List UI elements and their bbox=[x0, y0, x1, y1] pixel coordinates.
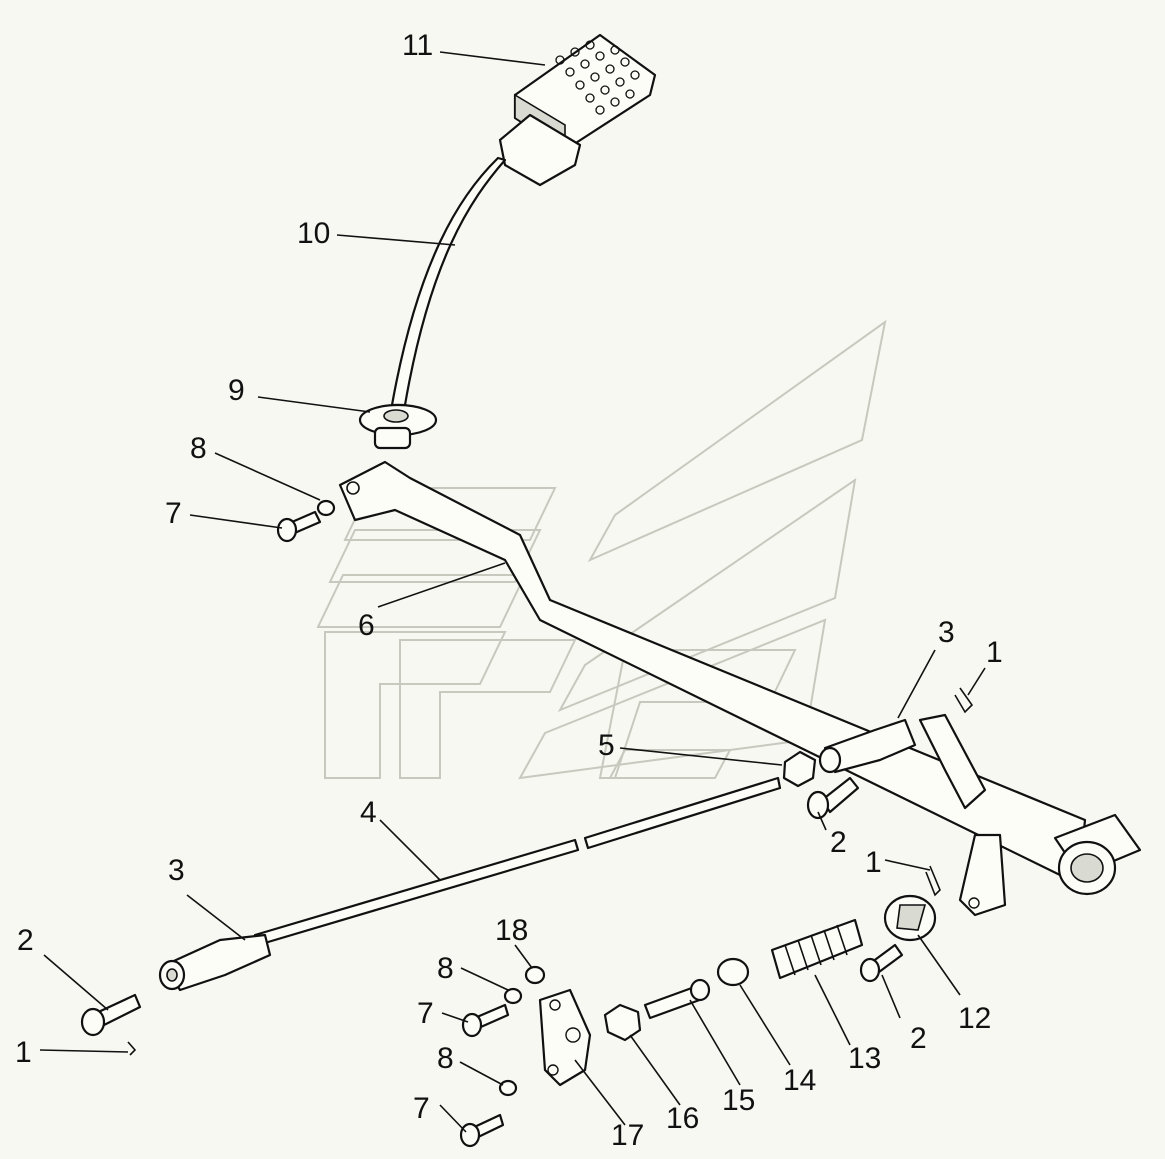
callout-9: 9 bbox=[228, 374, 245, 407]
bolt-2-left bbox=[80, 993, 142, 1037]
leader-lines bbox=[39, 51, 986, 1133]
callout-3: 3 bbox=[168, 854, 185, 887]
callout-2: 2 bbox=[830, 826, 847, 859]
stud-15 bbox=[643, 978, 711, 1020]
callout-2: 2 bbox=[910, 1022, 927, 1055]
bolt-2-right bbox=[859, 943, 904, 983]
cotter-pin-mid bbox=[925, 865, 941, 897]
clevis-lower bbox=[158, 933, 272, 992]
pedal-pad bbox=[498, 33, 657, 187]
callout-1: 1 bbox=[865, 846, 882, 879]
washer-9 bbox=[358, 403, 438, 450]
watermark-logo bbox=[316, 319, 887, 780]
callout-7: 7 bbox=[413, 1092, 430, 1125]
pedal-arm bbox=[390, 156, 507, 407]
callout-13: 13 bbox=[848, 1042, 881, 1075]
washer-8-mid bbox=[503, 987, 523, 1005]
callout-8: 8 bbox=[437, 952, 454, 985]
callout-1: 1 bbox=[986, 636, 1003, 669]
callout-1: 1 bbox=[15, 1036, 32, 1069]
nut-5 bbox=[782, 750, 817, 788]
clevis-upper bbox=[818, 718, 917, 774]
lever-shaft bbox=[338, 460, 1142, 896]
callout-16: 16 bbox=[666, 1102, 699, 1135]
nut-16 bbox=[603, 1003, 642, 1042]
callout-2: 2 bbox=[17, 924, 34, 957]
callout-12: 12 bbox=[958, 1002, 991, 1035]
callout-18: 18 bbox=[495, 914, 528, 947]
cotter-pin-lower bbox=[127, 1041, 137, 1056]
spring-cup-14 bbox=[716, 957, 750, 987]
callout-17: 17 bbox=[611, 1119, 644, 1152]
bolt-2-upper bbox=[806, 776, 860, 820]
lever-bracket bbox=[918, 713, 1007, 917]
cotter-pin-upper bbox=[954, 687, 974, 714]
callout-4: 4 bbox=[360, 796, 377, 829]
washer-8-low bbox=[498, 1079, 518, 1097]
callout-7: 7 bbox=[417, 997, 434, 1030]
washer-18 bbox=[524, 965, 546, 985]
bolt-7-upper bbox=[276, 510, 322, 543]
callout-8: 8 bbox=[437, 1042, 454, 1075]
bolt-7-low bbox=[459, 1113, 505, 1148]
callout-6: 6 bbox=[358, 609, 375, 642]
callout-14: 14 bbox=[783, 1064, 816, 1097]
callout-7: 7 bbox=[165, 497, 182, 530]
washer-8-upper bbox=[316, 499, 336, 517]
spring-13 bbox=[770, 918, 864, 980]
bolt-7-mid bbox=[461, 1003, 510, 1038]
callout-15: 15 bbox=[722, 1084, 755, 1117]
spring-seat-12 bbox=[883, 894, 937, 942]
callout-10: 10 bbox=[297, 217, 330, 250]
callout-11: 11 bbox=[402, 29, 433, 62]
callout-3: 3 bbox=[938, 616, 955, 649]
callout-8: 8 bbox=[190, 432, 207, 465]
callout-5: 5 bbox=[598, 729, 615, 762]
mounting-plate-17 bbox=[538, 988, 592, 1087]
